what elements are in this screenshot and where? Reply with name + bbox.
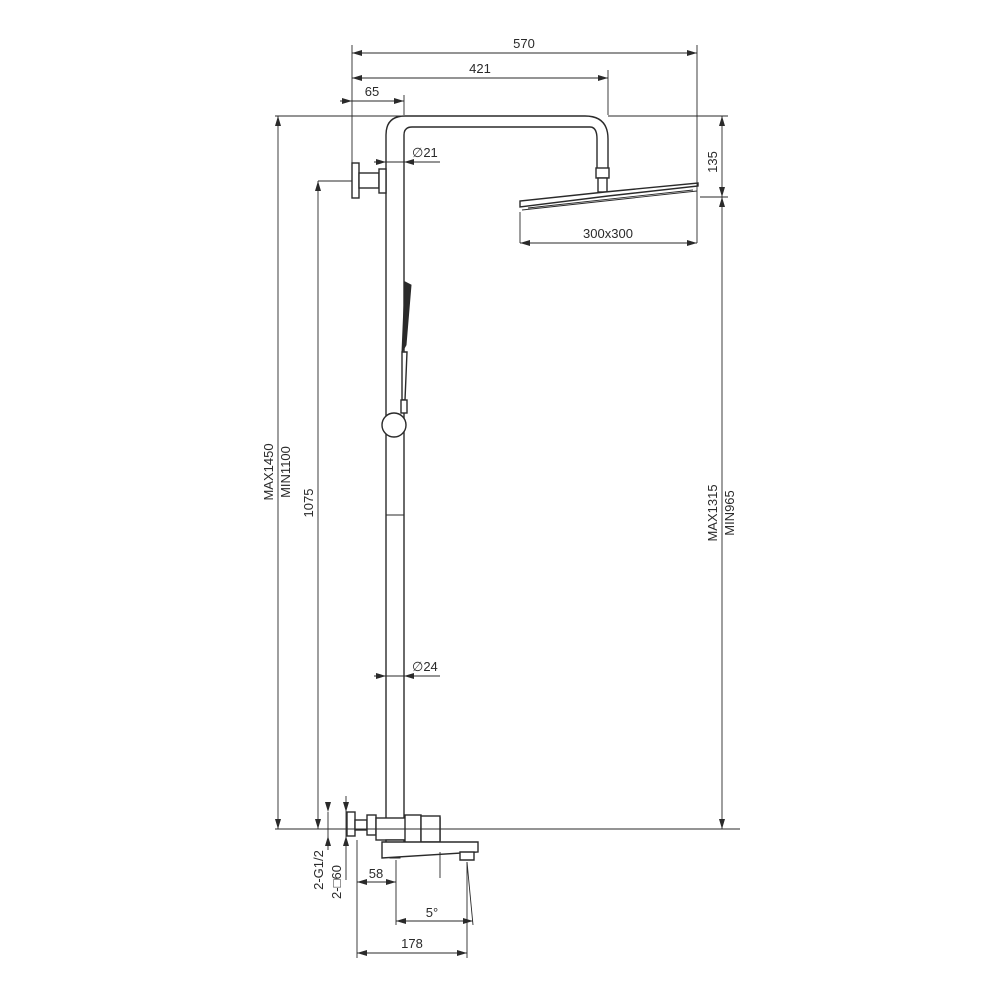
- dim-head-height: 135: [705, 151, 720, 173]
- dimension-labels: 570 421 65 ∅21 135 300x300 MAX1450 MIN11…: [261, 36, 737, 951]
- dim-inlet-thread: 2-G1/2: [311, 850, 326, 890]
- dim-max-height: MAX1450: [261, 443, 276, 500]
- dim-wall-offset: 65: [365, 84, 379, 99]
- dimension-lines: [275, 50, 725, 956]
- shower-column: [385, 115, 609, 822]
- dim-overall-width: 570: [513, 36, 535, 51]
- slider-holder: [381, 412, 407, 438]
- dim-spout-offset: 58: [369, 866, 383, 881]
- dim-inlet-flange: 2-□60: [329, 865, 344, 899]
- dim-min-height: MIN1100: [278, 446, 293, 498]
- dim-arm-reach: 421: [469, 61, 491, 76]
- dim-head-size: 300x300: [583, 226, 633, 241]
- dim-holder-height: 1075: [301, 489, 316, 518]
- mixer-valve: [346, 811, 479, 878]
- extension-lines: [275, 45, 740, 958]
- dim-pipe-diameter: ∅24: [412, 659, 438, 674]
- dim-spout-angle: 5°: [426, 905, 438, 920]
- dim-arm-diameter: ∅21: [412, 145, 438, 160]
- shower-head: [519, 167, 699, 211]
- dim-spout-reach: 178: [401, 936, 423, 951]
- dim-head-min: MIN965: [722, 490, 737, 536]
- dim-head-max: MAX1315: [705, 484, 720, 541]
- hand-shower: [400, 281, 412, 414]
- wall-bracket: [351, 162, 387, 199]
